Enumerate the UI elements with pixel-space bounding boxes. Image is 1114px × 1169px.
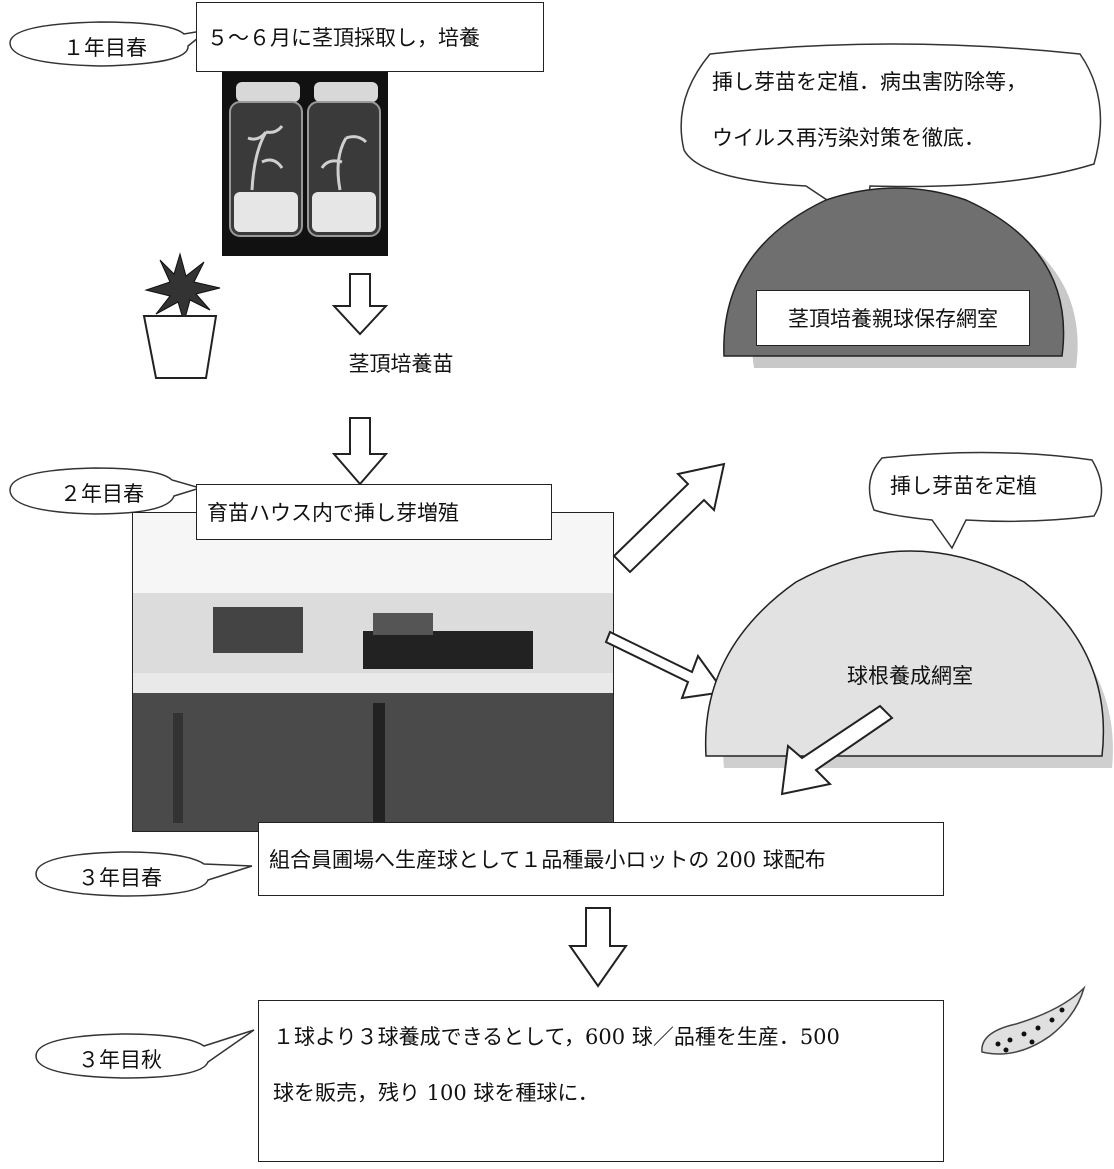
net-room-1-label: 茎頂培養親球保存網室 <box>788 307 998 331</box>
step3-box: 組合員圃場へ生産球として１品種最小ロットの 200 球配布 <box>258 822 944 896</box>
right-callout-shape <box>868 451 1103 550</box>
down-arrow-1 <box>331 273 389 336</box>
up-right-arrow <box>612 462 726 574</box>
year3-spring-label: ３年目春 <box>78 866 162 890</box>
year1-spring-label: １年目春 <box>63 36 147 60</box>
year3-spring-callout-shape <box>35 851 253 897</box>
step4-line2: 球を販売，残り 100 球を種球に． <box>273 1081 599 1105</box>
down-left-arrow <box>780 704 894 796</box>
bench-illustration <box>133 513 613 831</box>
year2-spring-label: ２年目春 <box>60 482 144 506</box>
net-room-1-label-box: 茎頂培養親球保存網室 <box>756 290 1030 346</box>
net-room-2-dome <box>704 550 1113 768</box>
step2-text: 育苗ハウス内で挿し芽増殖 <box>207 501 459 525</box>
bulb-icon <box>981 985 1086 1055</box>
down-arrow-2 <box>331 417 389 486</box>
top-right-callout-line1: 挿し芽苗を定植．病虫害防除等， <box>712 70 1027 94</box>
top-right-callout-line2: ウイルス再汚染対策を徹底． <box>712 126 985 150</box>
jar-illustration <box>229 82 381 237</box>
step1-box: ５～６月に茎頂採取し，培養 <box>196 2 544 72</box>
net-room-2-label: 球根養成網室 <box>847 664 973 688</box>
year3-autumn-callout-shape <box>35 1029 255 1079</box>
net-room-2-fill <box>704 550 1105 757</box>
step2-box: 育苗ハウス内で挿し芽増殖 <box>196 484 552 540</box>
seedling-label: 茎頂培養苗 <box>348 352 454 376</box>
right-callout-text: 挿し芽苗を定植 <box>890 474 1037 498</box>
step1-text: ５～６月に茎頂採取し，培養 <box>207 26 480 50</box>
year3-autumn-label: ３年目秋 <box>78 1048 162 1072</box>
step4-line1: １球より３球養成できるとして，600 球／品種を生産．500 <box>273 1025 840 1049</box>
propagation-house-photo <box>132 512 614 832</box>
culture-jars-photo <box>222 72 388 256</box>
step4-box: １球より３球養成できるとして，600 球／品種を生産．500 球を販売，残り 1… <box>258 1000 944 1162</box>
step3-text: 組合員圃場へ生産球として１品種最小ロットの 200 球配布 <box>269 848 826 872</box>
down-arrow-3 <box>568 907 628 988</box>
potted-plant-icon <box>142 252 221 379</box>
right-arrow-to-net-room <box>604 630 726 700</box>
top-right-callout-shape <box>680 43 1102 228</box>
